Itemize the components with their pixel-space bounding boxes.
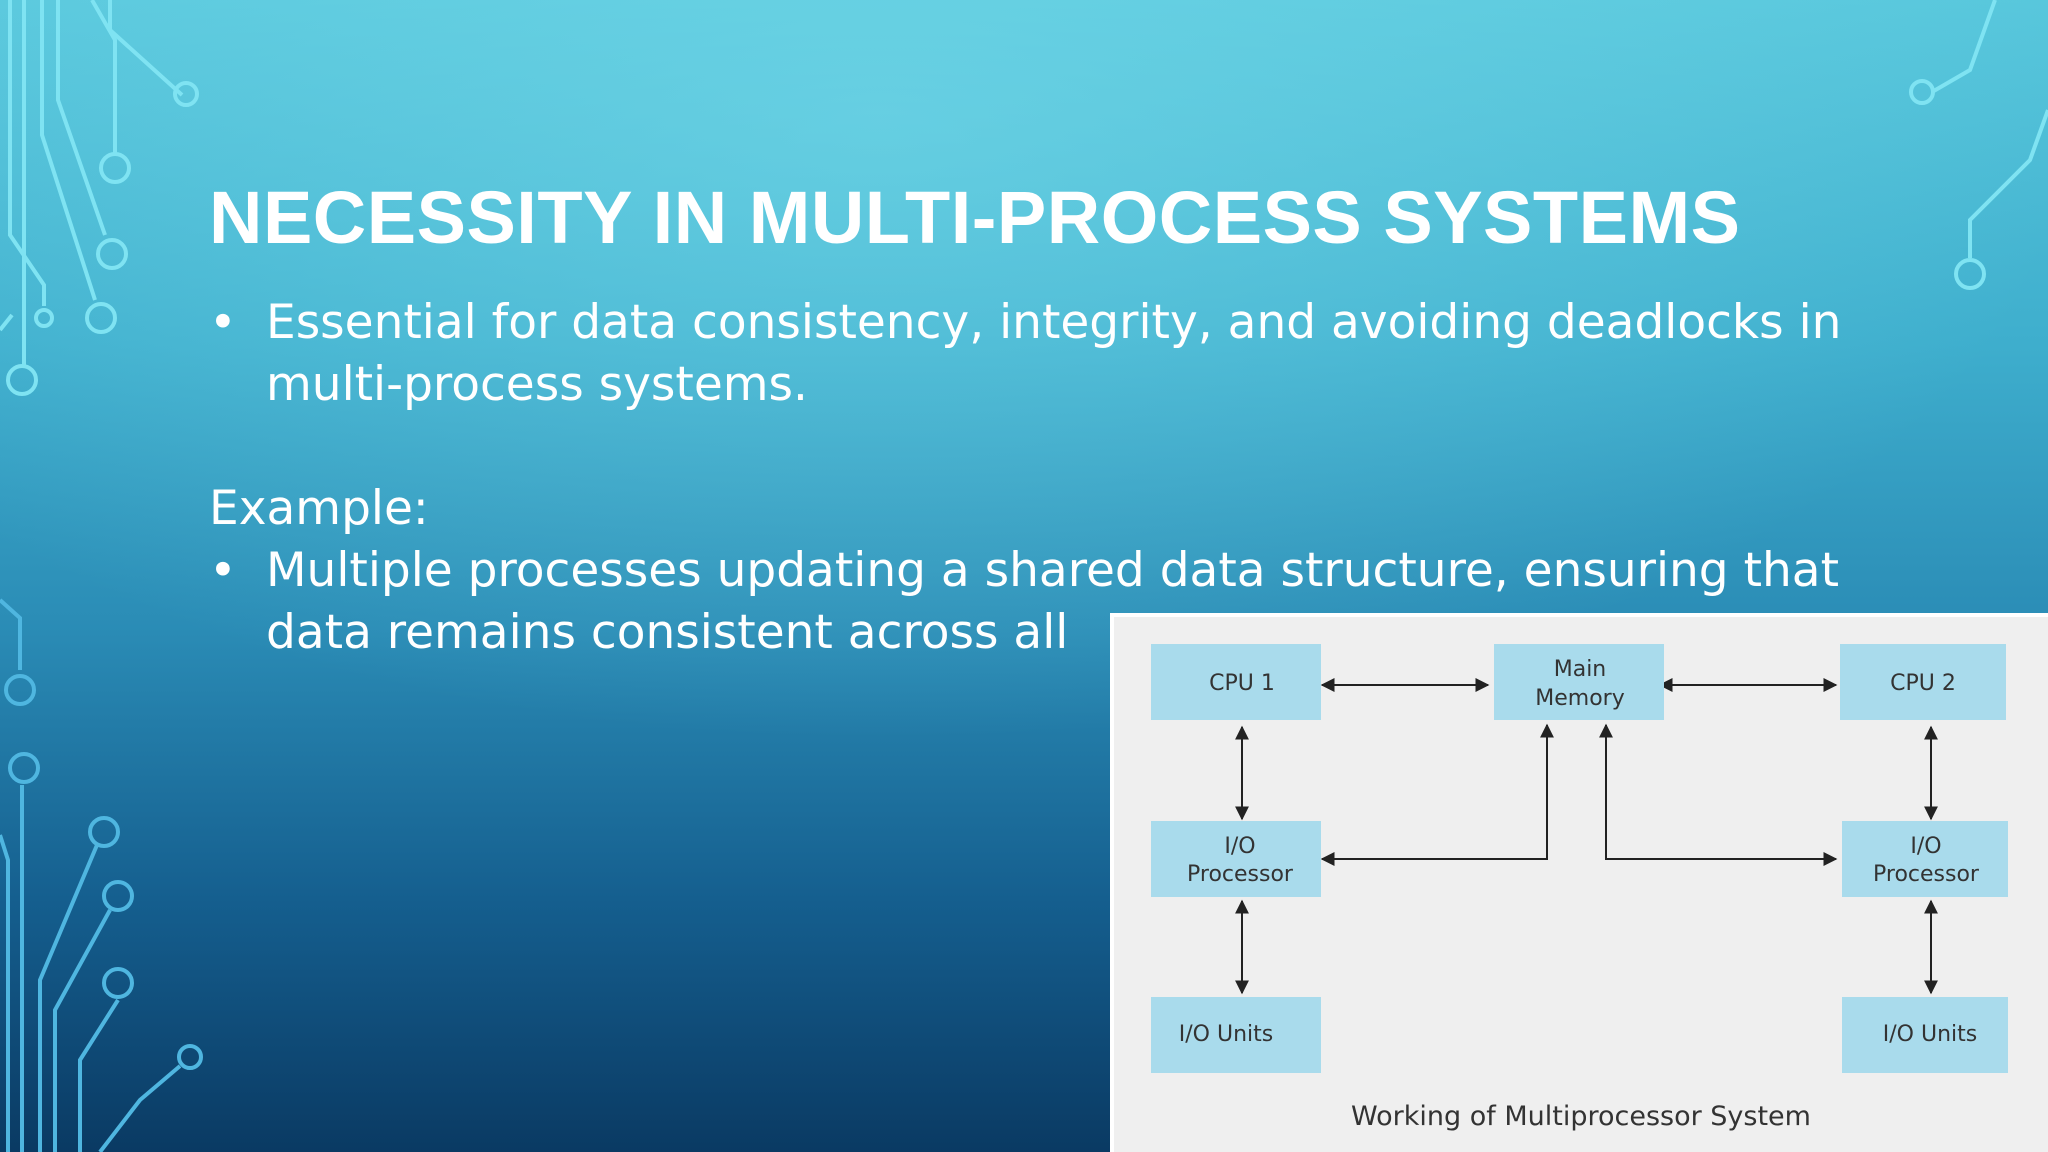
diagram-canvas: CPU 1 Main Memory CPU 2 I/O Processor I/…	[1151, 644, 2008, 1073]
multiprocessor-diagram: CPU 1 Main Memory CPU 2 I/O Processor I/…	[1110, 613, 2048, 1152]
cpu1-label: CPU 1	[1209, 671, 1275, 696]
io-processor-left-label: I/O	[1224, 834, 1255, 859]
bullet-text-line: data remains consistent across all	[266, 605, 1069, 660]
cpu1-box	[1151, 644, 1321, 720]
diagram-caption: Working of Multiprocessor System	[1351, 1101, 1811, 1132]
slide-title: NECESSITY IN MULTI-PROCESS SYSTEMS	[209, 176, 1741, 259]
diagram-boxes	[1151, 644, 2008, 1073]
bullet-text-line: Multiple processes updating a shared dat…	[266, 543, 1840, 598]
main-memory-box	[1494, 644, 1664, 720]
io-processor-right-box	[1842, 821, 2008, 897]
bullet-item: • Multiple processes updating a shared d…	[209, 540, 1969, 664]
io-processor-left-label: Processor	[1187, 862, 1294, 887]
io-units-right-label: I/O Units	[1883, 1022, 1977, 1047]
bullet-dot: •	[209, 295, 237, 350]
bullet-text-line: Essential for data consistency, integrit…	[266, 295, 1842, 350]
main-memory-label: Memory	[1535, 686, 1624, 711]
io-units-left-box	[1151, 997, 1321, 1073]
bullet-dot: •	[209, 543, 237, 598]
diagram-connectors	[1235, 678, 1938, 995]
bullet-text-line: multi-process systems.	[266, 357, 808, 412]
main-memory-label: Main	[1554, 657, 1607, 682]
bullet-item: • Essential for data consistency, integr…	[209, 292, 1969, 416]
cpu2-label: CPU 2	[1890, 671, 1956, 696]
io-processor-left-box	[1151, 821, 1321, 897]
io-processor-right-label: Processor	[1873, 862, 1980, 887]
io-processor-right-label: I/O	[1910, 834, 1941, 859]
cpu2-box	[1840, 644, 2006, 720]
slide-body: • Essential for data consistency, integr…	[209, 292, 1969, 664]
io-units-left-label: I/O Units	[1179, 1022, 1273, 1047]
example-label: Example:	[209, 481, 429, 536]
io-units-right-box	[1842, 997, 2008, 1073]
